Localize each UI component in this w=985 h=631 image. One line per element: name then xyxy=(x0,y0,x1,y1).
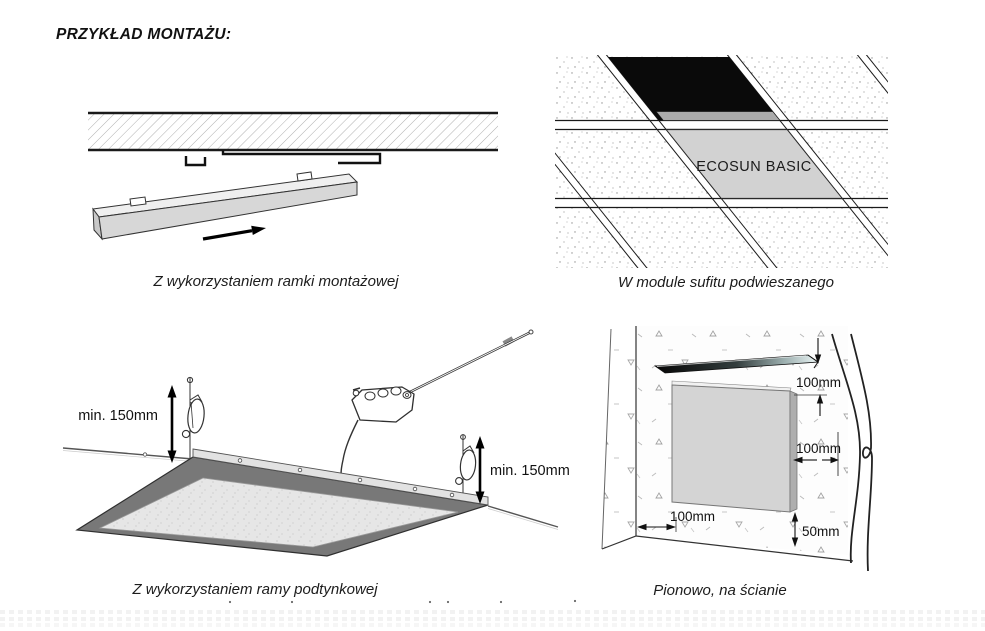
wall-panel xyxy=(671,380,798,513)
ceiling-slab xyxy=(88,111,498,152)
ecosun-panel-tile xyxy=(665,128,844,200)
faint-watermark-row xyxy=(0,617,985,621)
heating-panel-tilted xyxy=(92,171,359,241)
panel-hook-tab xyxy=(296,171,313,182)
min-distance-dim-right: min. 150mm xyxy=(475,436,570,504)
dim-floor-gap-label: 50mm xyxy=(802,524,840,539)
slide-direction-arrow xyxy=(202,225,266,241)
dim-side-gap-label: 100mm xyxy=(796,441,841,456)
ceiling-module-diagram: ECOSUN BASIC xyxy=(555,55,888,268)
dim-shelf-gap-label: 100mm xyxy=(796,375,841,390)
caption-ceiling-module: W module sufitu podwieszanego xyxy=(618,274,834,291)
faint-watermark-row xyxy=(0,623,985,627)
power-conduit xyxy=(409,329,534,394)
suspension-hanger-left xyxy=(181,376,205,458)
frame-screws xyxy=(237,458,455,498)
page-title: PRZYKŁAD MONTAŻU: xyxy=(56,26,232,43)
dim-corner-gap: 100mm xyxy=(637,509,715,532)
recessed-frame-diagram: min. 150mm min. 150mm xyxy=(62,329,570,557)
caption-recessed-frame: Z wykorzystaniem ramy podtynkowej xyxy=(132,581,378,598)
min-distance-dim-left: min. 150mm xyxy=(78,385,177,463)
dim-corner-gap-label: 100mm xyxy=(670,509,715,524)
min-distance-label-right: min. 150mm xyxy=(490,463,570,479)
panel-hook-tab xyxy=(129,196,147,207)
junction-box xyxy=(351,386,415,423)
dim-side-gap: 100mm xyxy=(793,432,841,476)
dim-shelf-gap: 100mm xyxy=(794,338,841,416)
floor-line xyxy=(601,535,854,562)
caption-frame-mount: Z wykorzystaniem ramki montażowej xyxy=(153,273,399,290)
dim-floor-gap: 50mm xyxy=(791,512,840,547)
panel-face-texture xyxy=(100,478,458,547)
ecosun-panel-label: ECOSUN BASIC xyxy=(696,159,812,175)
caption-wall-mount: Pionowo, na ścianie xyxy=(653,582,787,599)
panel-edge-in-opening xyxy=(655,111,781,121)
power-cable xyxy=(340,419,359,479)
scan-specks xyxy=(228,599,577,604)
frame-mount-diagram xyxy=(88,111,498,241)
faint-watermark-row xyxy=(0,610,985,614)
min-distance-label-left: min. 150mm xyxy=(78,408,158,424)
mounting-frame-hooks xyxy=(184,150,382,167)
ceiling-opening-hole xyxy=(608,57,780,121)
curtain xyxy=(831,333,873,572)
wall-mount-diagram: 100mm 100mm 100mm xyxy=(601,326,873,572)
recessed-panel xyxy=(75,448,489,557)
suspension-hanger-right xyxy=(455,434,477,501)
